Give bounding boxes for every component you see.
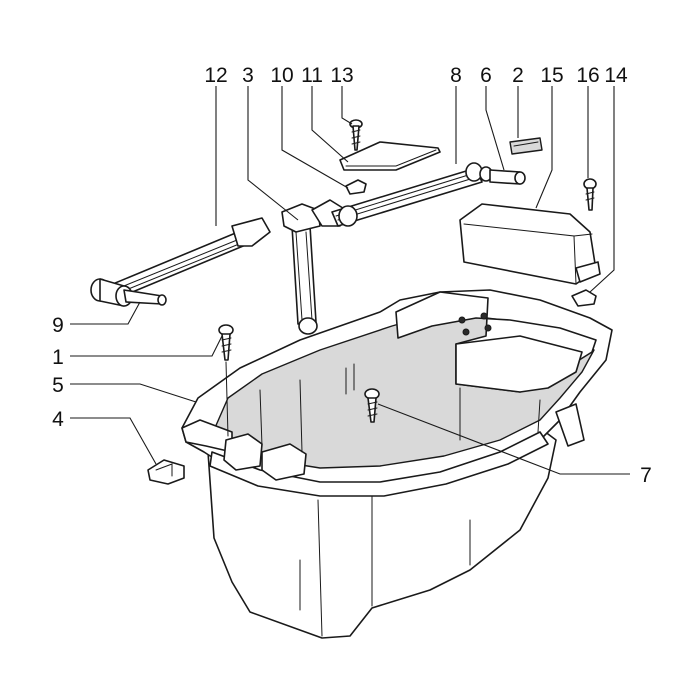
screw-16 — [583, 178, 597, 211]
tub-raised-box — [455, 335, 583, 393]
callout-3: 3 — [242, 64, 254, 87]
clip-14 — [571, 289, 597, 307]
leader-7 — [377, 403, 630, 475]
callout-11: 11 — [301, 64, 323, 87]
leader-11 — [311, 86, 349, 163]
storage-tub — [181, 289, 613, 639]
leader-4 — [70, 417, 157, 465]
callout-4: 4 — [52, 408, 64, 431]
callout-13: 13 — [330, 64, 353, 87]
box-cover-15 — [459, 203, 601, 285]
roller-9 — [90, 278, 167, 307]
leader-lines — [70, 86, 630, 475]
leader-9 — [70, 301, 141, 325]
leader-15 — [535, 86, 553, 209]
leader-6 — [485, 86, 505, 171]
leader-10 — [281, 86, 349, 189]
callout-7: 7 — [640, 464, 652, 487]
callout-8: 8 — [450, 64, 462, 87]
callout-12: 12 — [204, 64, 227, 87]
strap-8 — [331, 162, 493, 227]
callout-15: 15 — [540, 64, 563, 87]
leader-14 — [589, 86, 615, 293]
strap-12-buckle — [231, 217, 271, 247]
tub-right-lug — [555, 403, 585, 447]
callout-1: 1 — [52, 346, 64, 369]
callout-10: 10 — [270, 64, 293, 87]
callout-5: 5 — [52, 374, 64, 397]
strap-12 — [107, 217, 271, 299]
tub-front-bracket — [261, 443, 307, 481]
leader-1 — [70, 335, 223, 357]
callout-14: 14 — [604, 64, 628, 87]
screw-7 — [364, 388, 380, 423]
callout-labels: 12 3 10 11 13 8 6 2 15 16 14 9 1 5 4 7 — [52, 64, 652, 487]
pad-2 — [509, 137, 543, 155]
leader-5 — [70, 383, 197, 403]
screw-1 — [218, 324, 234, 437]
callout-16: 16 — [576, 64, 599, 87]
leader-13 — [341, 86, 353, 125]
callout-2: 2 — [512, 64, 524, 87]
cover-11 — [339, 141, 441, 171]
tub-front-lip — [209, 431, 549, 497]
clip-10 — [345, 179, 367, 195]
leader-3 — [247, 86, 299, 221]
clip-4 — [147, 459, 185, 485]
tub-left-bracket — [223, 433, 263, 471]
strap-3-buckle — [281, 203, 321, 233]
roller-6 — [489, 169, 526, 185]
callout-9: 9 — [52, 314, 64, 337]
screw-13 — [349, 119, 363, 151]
callout-6: 6 — [480, 64, 492, 87]
